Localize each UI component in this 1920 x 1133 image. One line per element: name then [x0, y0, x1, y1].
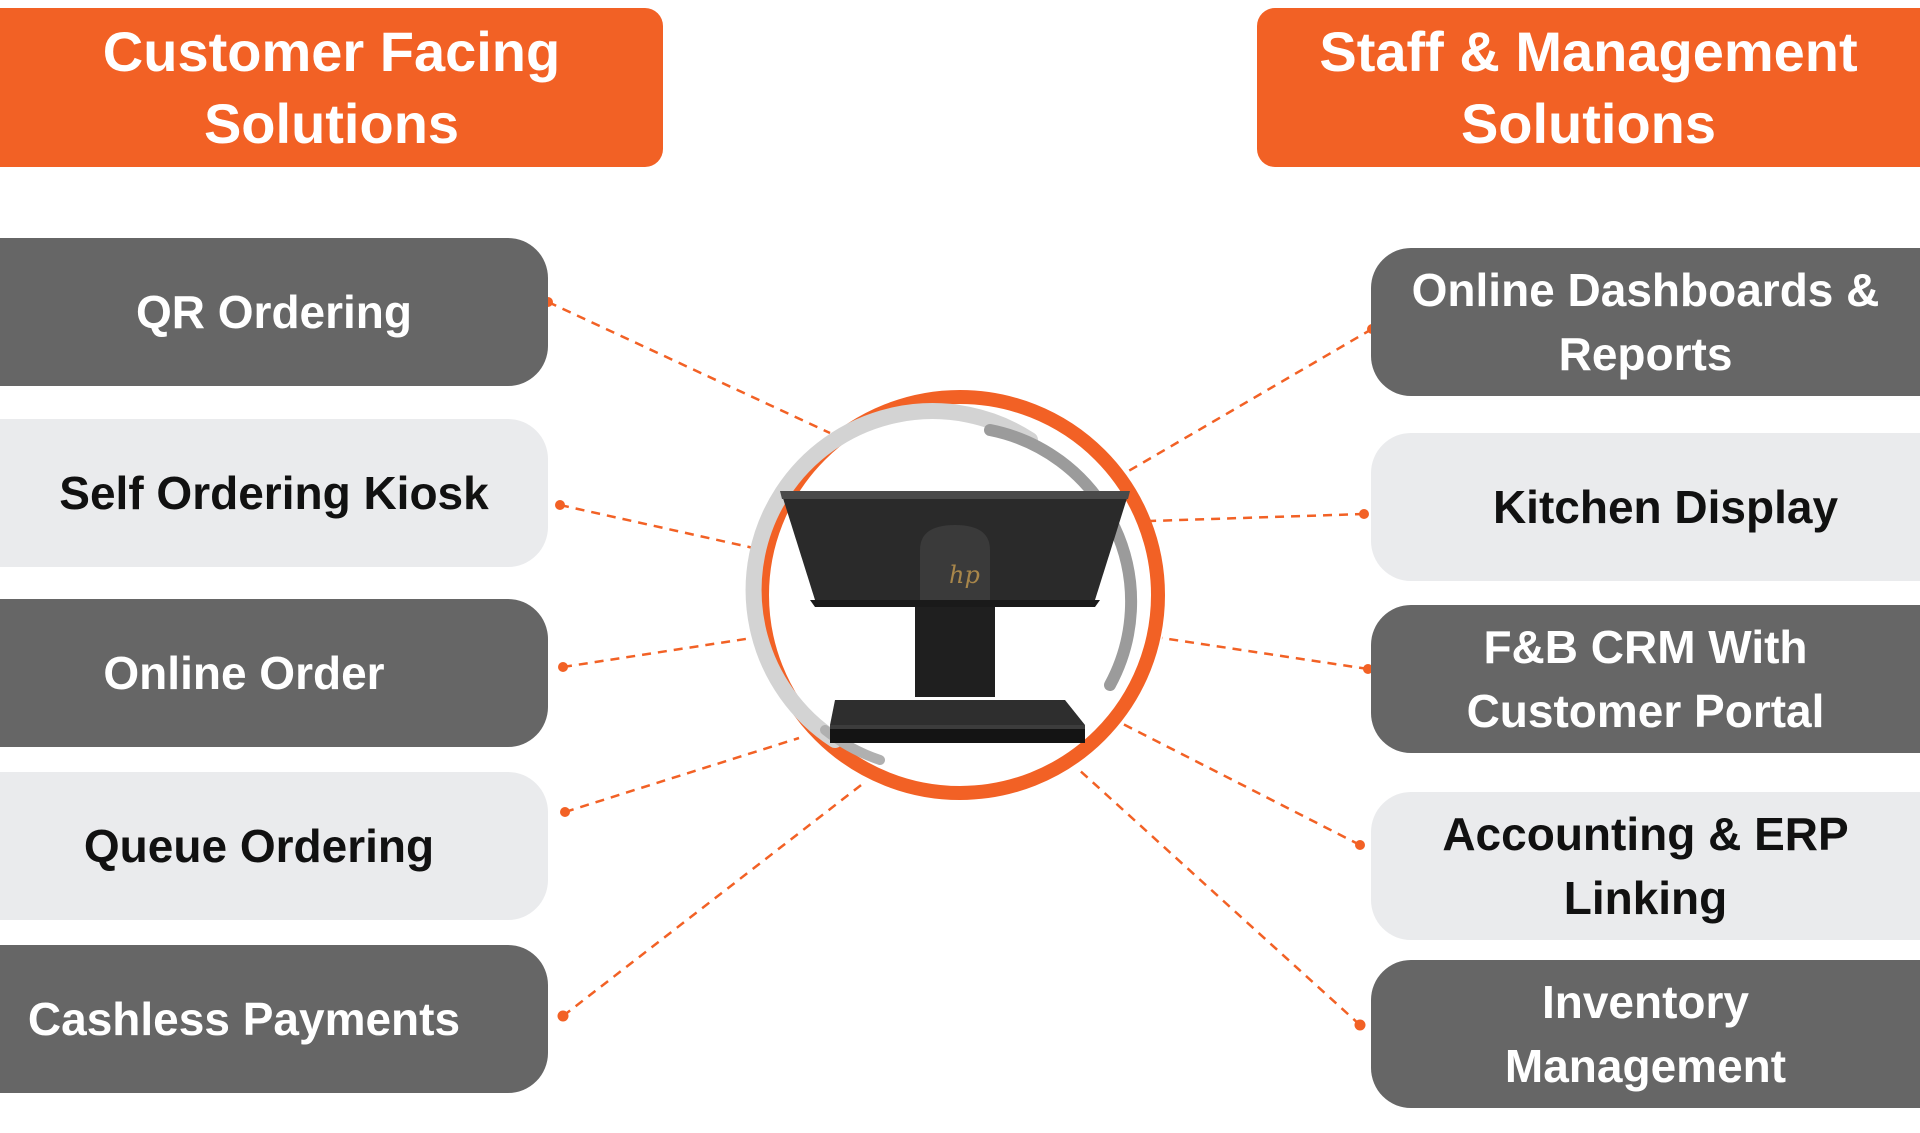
item-label-line: Customer Portal [1466, 685, 1825, 737]
item-kitchen-display: Kitchen Display [1371, 433, 1920, 581]
item-label-line: Management [1504, 1040, 1787, 1092]
item-label-line: Online Dashboards & [1411, 264, 1880, 316]
connector-dot [557, 1010, 569, 1022]
customer-facing-header: Customer Facing Solutions [0, 8, 663, 167]
svg-text:hp: hp [949, 561, 980, 589]
connector-dot [555, 500, 565, 510]
item-label: Online Order [103, 647, 385, 699]
item-self-ordering-kiosk: Self Ordering Kiosk [0, 419, 548, 567]
item-inventory-management: Inventory Management [1371, 960, 1920, 1108]
pos-terminal-icon: hp [745, 390, 1165, 800]
header-line: Solutions [203, 91, 460, 155]
item-label-line: Inventory [1541, 976, 1750, 1028]
connector-self-ordering-kiosk [559, 503, 759, 551]
item-accounting-erp-linking: Accounting & ERP Linking [1371, 792, 1920, 940]
item-label-line: Accounting & ERP [1442, 808, 1849, 860]
item-label: Self Ordering Kiosk [59, 467, 489, 519]
item-label: QR Ordering [135, 286, 413, 338]
connector-dot [1354, 1019, 1366, 1031]
item-label-line: Linking [1563, 872, 1728, 924]
connector-online-dashboards [1119, 327, 1373, 478]
header-line: Solutions [1460, 91, 1717, 155]
connector-dot [1363, 664, 1373, 674]
connector-queue-ordering [564, 736, 800, 814]
item-label-line: F&B CRM With [1483, 621, 1808, 673]
connector-dot [1355, 840, 1365, 850]
connector-accounting-erp [1122, 722, 1361, 847]
item-qr-ordering: QR Ordering [0, 238, 548, 386]
item-fb-crm-customer-portal: F&B CRM With Customer Portal [1371, 605, 1920, 753]
item-label: Cashless Payments [27, 993, 461, 1045]
item-label-line: Reports [1558, 328, 1733, 380]
header-line: Staff & Management [1319, 19, 1858, 83]
item-online-dashboards-reports: Online Dashboards & Reports [1371, 248, 1920, 396]
item-label-line: Kitchen Display [1492, 481, 1839, 533]
item-cashless-payments: Cashless Payments [0, 945, 548, 1093]
connector-dot [558, 662, 568, 672]
item-queue-ordering: Queue Ordering [0, 772, 548, 920]
connector-online-order [562, 636, 753, 669]
item-label: Queue Ordering [83, 820, 435, 872]
item-online-order: Online Order [0, 599, 548, 747]
connector-qr-ordering [547, 300, 831, 435]
connector-kitchen-display [1149, 512, 1365, 523]
connector-fb-crm [1161, 636, 1369, 671]
connector-dot [560, 807, 570, 817]
header-line: Customer Facing [102, 19, 561, 83]
staff-management-header: Staff & Management Solutions [1257, 8, 1920, 167]
connector-dot [1359, 509, 1369, 519]
